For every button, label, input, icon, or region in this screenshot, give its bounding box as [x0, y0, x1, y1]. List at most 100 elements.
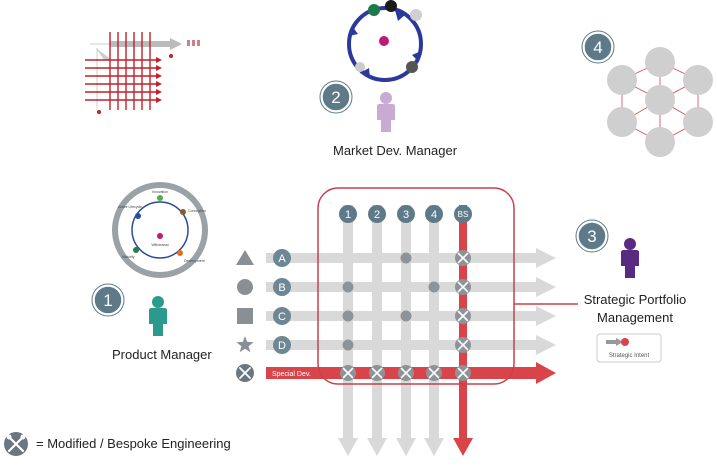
column-arrow-3 — [401, 205, 411, 440]
mini-dot — [169, 54, 173, 58]
row-badge-label: B — [278, 282, 285, 294]
strategic-manager-person-icon — [621, 238, 639, 278]
row-shape-triangle — [236, 250, 254, 265]
badge-market-label: 2 — [331, 88, 340, 107]
column-arrowhead — [396, 438, 416, 456]
mini-arrowheads — [156, 57, 162, 103]
person-head — [152, 296, 164, 308]
product-node — [180, 209, 186, 215]
column-badge-bs — [454, 205, 472, 223]
wrench-stroke — [239, 367, 251, 379]
column-badge-label: 1 — [345, 209, 351, 221]
column-arrow-1 — [343, 205, 353, 440]
competence-node — [607, 107, 637, 137]
wrench-stroke — [457, 252, 469, 264]
wrench-stroke — [400, 367, 412, 379]
legend-wrench-icon — [4, 432, 28, 456]
row-badge-label: C — [278, 311, 286, 323]
row-badge-label: D — [278, 340, 286, 352]
person-head — [380, 92, 392, 104]
column-arrowhead — [424, 438, 444, 456]
market-cycle — [347, 0, 423, 82]
market-cycle-ring — [347, 6, 423, 82]
badge-product: 1 — [91, 283, 125, 317]
special-dev-label: Special Dev. — [272, 371, 311, 378]
row-badge-b — [273, 278, 291, 296]
row-shape-circle — [237, 279, 253, 295]
market-node-growth — [406, 61, 418, 73]
row-arrowhead — [536, 248, 556, 268]
row-arrowhead — [536, 335, 556, 355]
badge-competence-label: 4 — [593, 38, 602, 57]
badge-market: 2 — [319, 80, 353, 114]
column-badge-2 — [368, 205, 386, 223]
intersection-dot — [342, 339, 354, 351]
competence-node — [645, 47, 675, 77]
badge-competence: 4 — [581, 30, 615, 64]
persons — [149, 92, 639, 336]
product-node — [177, 250, 183, 256]
product-manager-label: Product Manager — [112, 347, 212, 362]
product-cycle-outer-ring — [112, 182, 208, 278]
market-node-center — [379, 36, 389, 46]
product-manager-person-icon — [149, 296, 167, 336]
product-lifecycle: Innovation Conception Development Maturi… — [112, 182, 208, 278]
product-node — [133, 247, 139, 253]
mini-legend-marks — [187, 40, 200, 46]
product-stage-label: Active Lifecycle — [118, 205, 142, 209]
column-arrow-2 — [372, 205, 382, 440]
competence-node — [683, 107, 713, 137]
mini-corner — [96, 48, 112, 60]
market-arrowhead — [412, 51, 421, 62]
competence-node — [607, 65, 637, 95]
intersection-dot — [342, 310, 354, 322]
market-arrowhead — [395, 10, 406, 21]
column-badge-label: BS — [458, 210, 469, 219]
column-badge-label: 4 — [431, 209, 437, 221]
product-cycle-inner-ring — [131, 201, 189, 259]
mini-cols — [109, 32, 151, 110]
row-arrowhead — [536, 277, 556, 297]
intersection-dot — [400, 252, 412, 264]
column-badge-1 — [339, 205, 357, 223]
market-node-decline — [368, 4, 380, 16]
portfolio-matrix: Special Dev. 1 2 3 4 BS A B C D — [236, 205, 556, 456]
competence-web — [607, 47, 713, 157]
competence-node — [645, 127, 675, 157]
badge-strategic-label: 3 — [587, 227, 596, 246]
wrench-stroke — [371, 367, 383, 379]
row-shape-square — [237, 308, 253, 324]
mini-dot — [97, 110, 101, 114]
badge-strategic: 3 — [575, 219, 609, 253]
row-badge-label: A — [278, 253, 286, 265]
intersection-dot — [400, 310, 412, 322]
mini-top-arrow-head — [170, 38, 182, 50]
intersection-dot — [428, 281, 440, 293]
person-body — [621, 250, 639, 278]
competence-nodes — [607, 47, 713, 157]
product-stage-label: Innovation — [152, 190, 168, 194]
wrench-stroke — [457, 339, 469, 351]
special-dev-arrowhead — [536, 362, 556, 384]
product-stage-label: Development — [184, 259, 205, 263]
column-badge-label: 3 — [403, 209, 409, 221]
mini-rows — [85, 59, 158, 101]
strategic-intent-box: Strategic Intent — [596, 333, 662, 363]
row-shape-star — [236, 336, 254, 353]
column-badge-label: 2 — [374, 209, 380, 221]
row-badge-c — [273, 307, 291, 325]
market-arrowhead — [360, 68, 370, 78]
column-badge-3 — [397, 205, 415, 223]
mini-matrix-thumbnail — [85, 32, 200, 114]
strategic-intent-dot — [621, 338, 629, 346]
market-manager-label: Market Dev. Manager — [333, 143, 458, 158]
product-stage-label: Withdrawal — [151, 243, 169, 247]
wrench-stroke — [428, 367, 440, 379]
market-node-introduction — [410, 9, 422, 21]
strategic-intent-arrowhead — [616, 338, 623, 346]
competence-node-center — [645, 85, 675, 115]
bs-column-arrowhead — [453, 438, 473, 456]
wrench-stroke — [457, 310, 469, 322]
strategic-manager-label-line1: Strategic Portfolio — [583, 292, 687, 307]
